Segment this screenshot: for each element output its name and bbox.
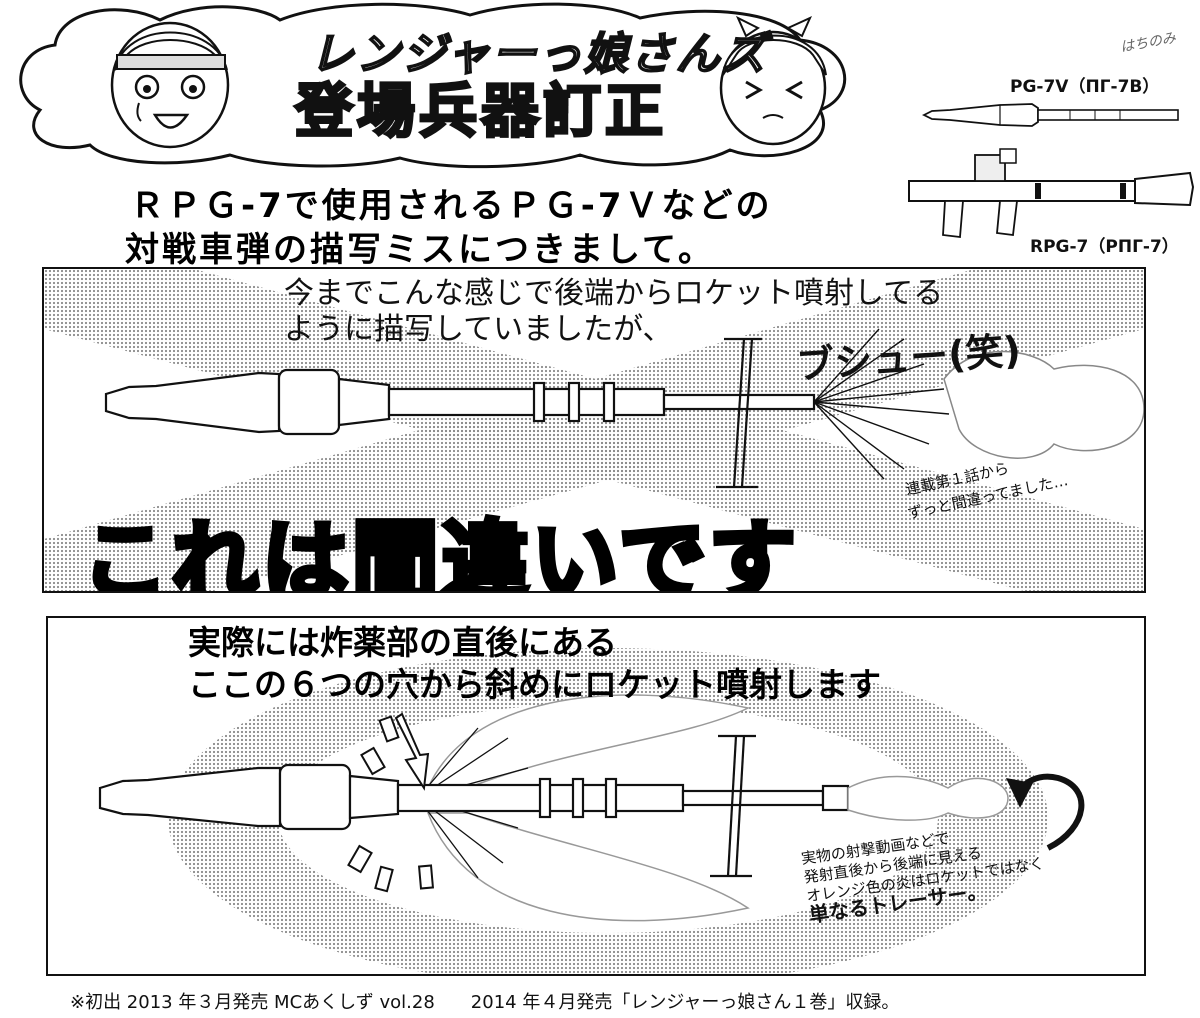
thought-cloud — [19, 2, 847, 169]
exhaust-burst-rear — [813, 328, 950, 480]
wrong-caption-line-1: 今までこんな感じで後端からロケット噴射してる — [284, 276, 944, 311]
pointing-arrow-icon — [394, 712, 430, 791]
exhaust-plume-lower — [426, 812, 750, 922]
warhead-label: PG-7V（ПГ-7В） — [1010, 77, 1160, 97]
panel-correct-depiction: 実際には炸薬部の直後にある ここの６つの穴から斜めにロケット噴射します 実物の射… — [46, 616, 1146, 976]
squinting-girl-face — [719, 15, 827, 146]
headline-line-1: ＲＰＧ-7で使用されるＰＧ-7Ｖなどの — [130, 186, 773, 226]
emphasis-marks — [347, 715, 435, 893]
rpg7-launcher-illustration — [908, 148, 1195, 239]
crying-girl-face — [110, 21, 230, 149]
headline-line-2: 対戦車弾の描写ミスにつきまして。 — [125, 230, 715, 270]
screentone-ring-background — [98, 648, 1085, 974]
launcher-label: RPG-7（РПГ-7） — [1030, 237, 1179, 257]
smoke-cloud — [943, 350, 1144, 459]
correct-caption-line-1: 実際には炸薬部の直後にある — [188, 623, 617, 662]
screentone-x-background — [44, 269, 1144, 591]
exhaust-plume-upper — [426, 694, 751, 789]
logo-title-top: レンジャーっ娘さんズ — [309, 28, 768, 81]
artist-signature: はちのみ — [1119, 30, 1178, 56]
publication-footnote: ※初出 2013 年３月発売 MCあくしず vol.28 2014 年４月発売「… — [70, 992, 900, 1013]
verdict-this-is-wrong: これは間違いです — [79, 509, 800, 593]
logo-title-bottom: 登場兵器訂正 — [293, 76, 668, 147]
panel-wrong-depiction: 今までこんな感じで後端からロケット噴射してる ように描写していましたが、 ブシュ… — [42, 267, 1146, 593]
rocket-wrong — [104, 337, 816, 489]
pg7v-warhead-illustration — [921, 103, 1179, 127]
tracer-smoke — [847, 775, 1009, 821]
correct-caption-line-2: ここの６つの穴から斜めにロケット噴射します — [188, 665, 881, 704]
rocket-correct — [98, 734, 850, 878]
wrong-caption-line-2: ように描写していましたが、 — [284, 312, 673, 347]
